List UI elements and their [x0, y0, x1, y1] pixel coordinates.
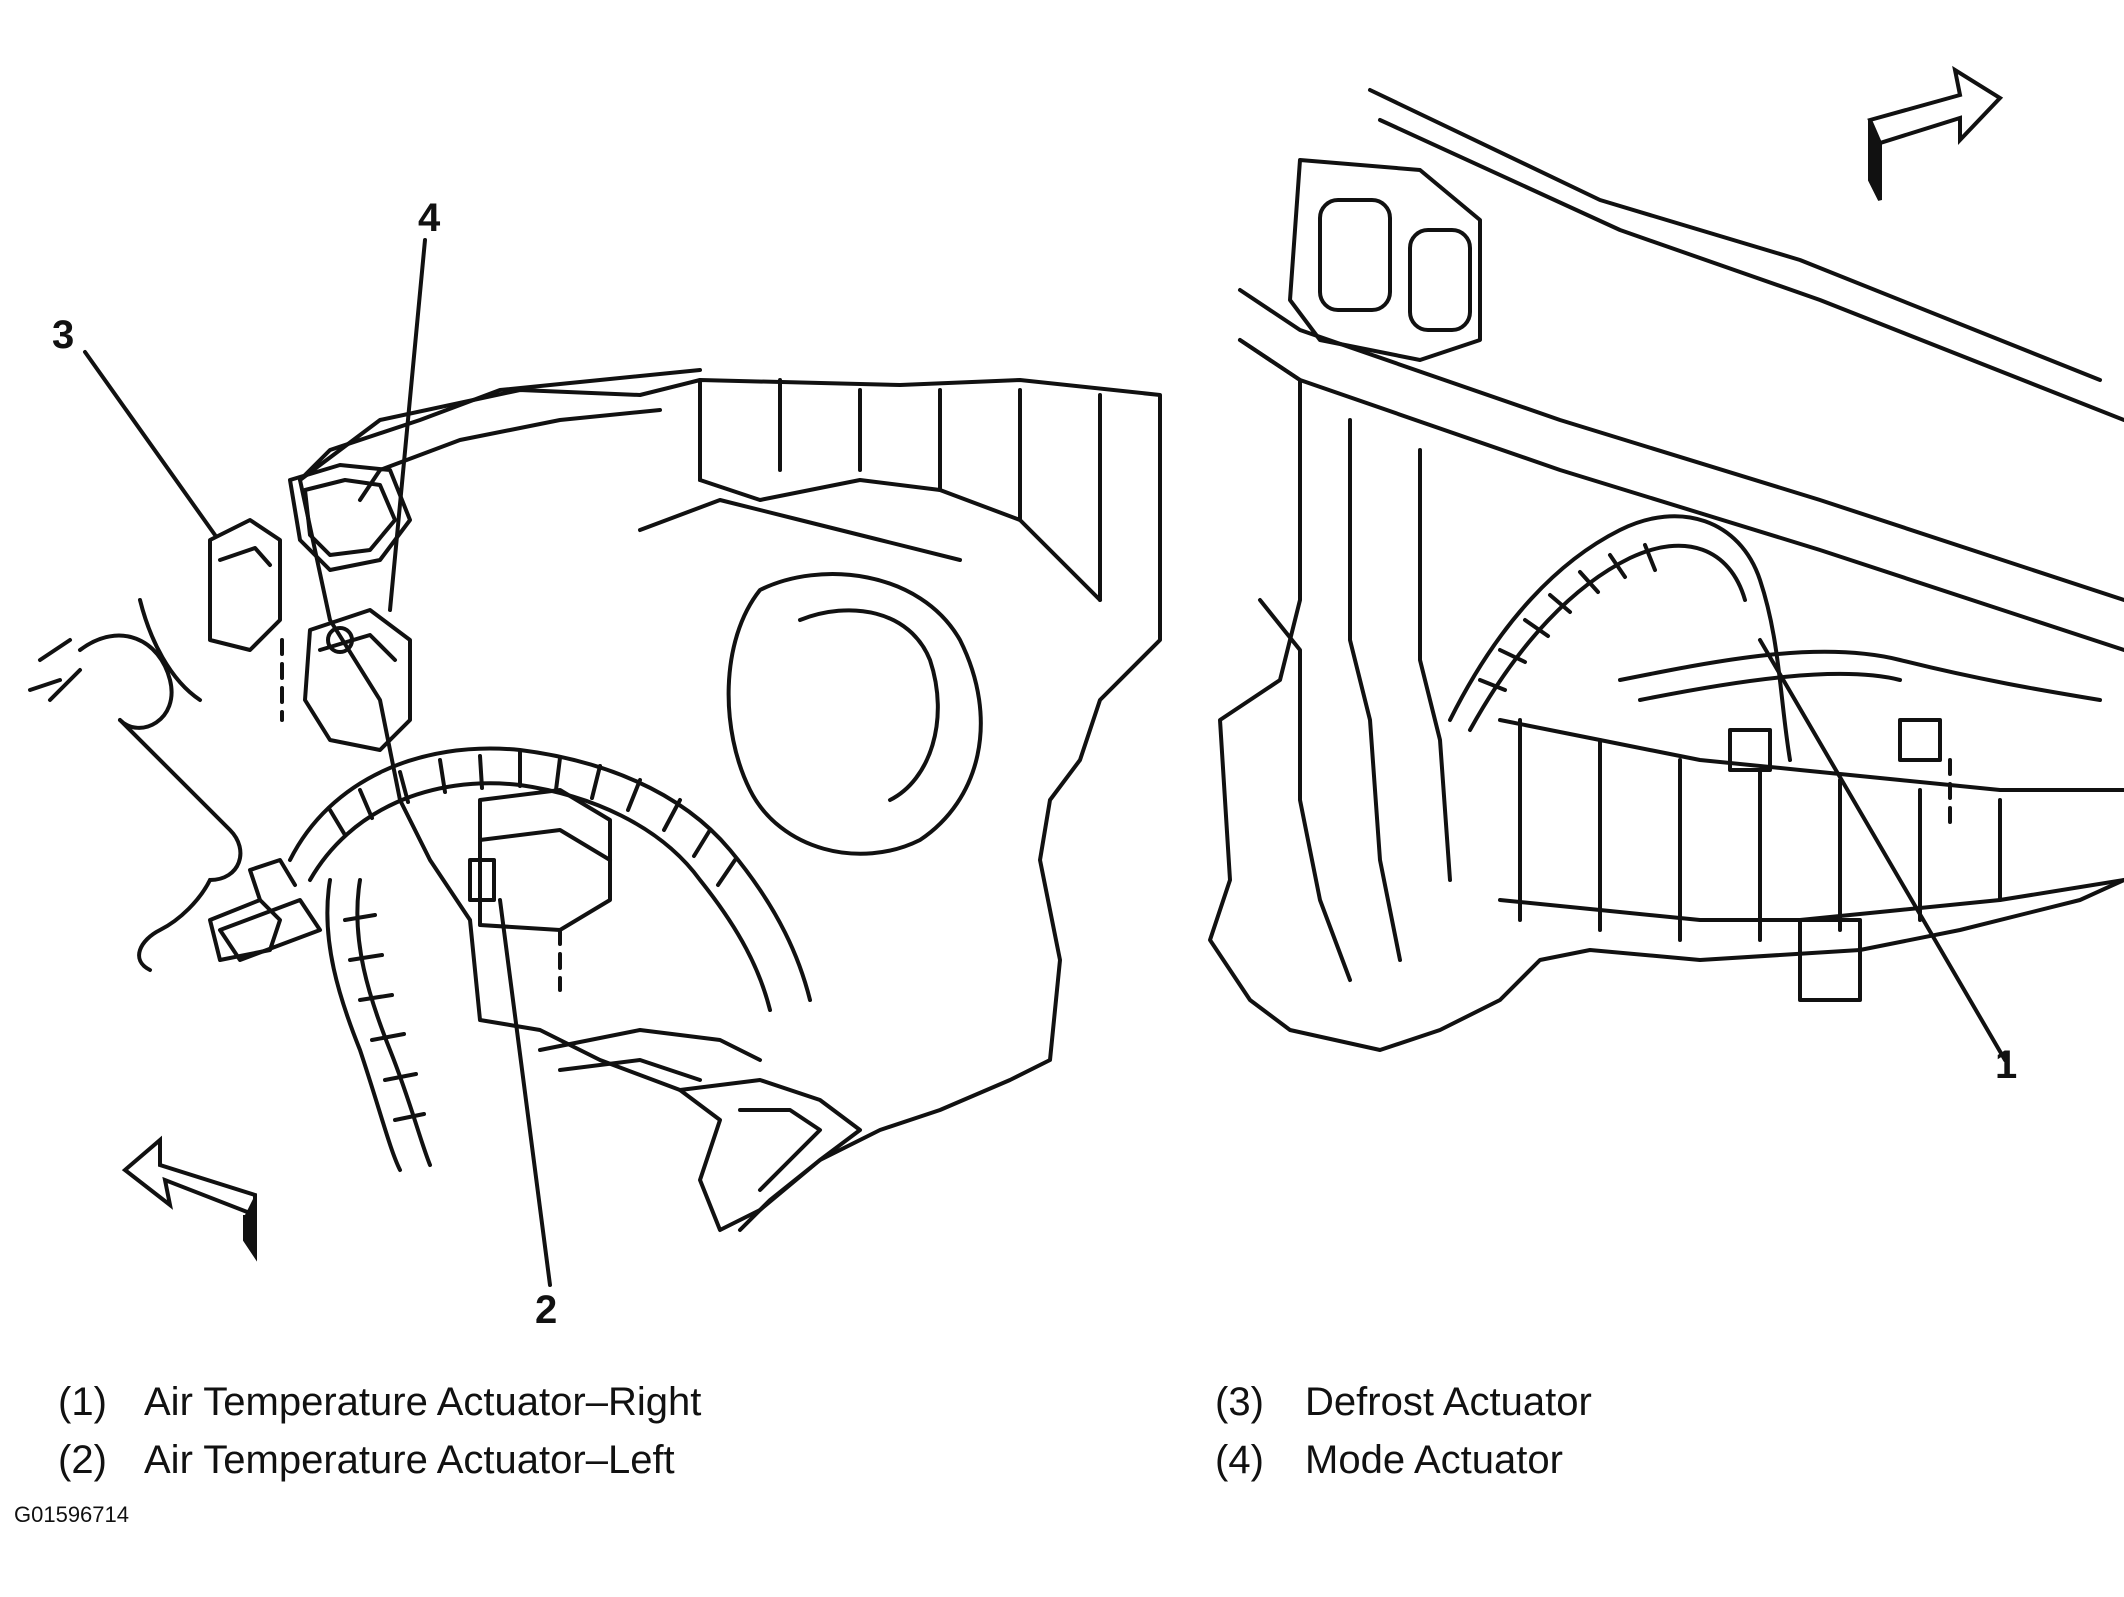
leader-line-4 [388, 238, 427, 612]
arrow-front-icon [121, 1135, 257, 1262]
callout-1: 1 [1995, 1043, 2018, 1087]
leader-line-2 [498, 898, 552, 1287]
legend-label: Defrost Actuator [1305, 1380, 1592, 1424]
leader-line-3 [83, 350, 217, 537]
legend-label: Air Temperature Actuator–Left [144, 1438, 675, 1482]
legend-number: (4) [1215, 1438, 1264, 1482]
legend-label: Mode Actuator [1305, 1438, 1563, 1482]
leader-line-1 [1758, 638, 2007, 1062]
legend-number: (3) [1215, 1380, 1264, 1424]
arrow-front-icon [1867, 65, 2004, 201]
callout-3: 3 [52, 313, 75, 357]
callout-2: 2 [535, 1288, 558, 1332]
callout-4: 4 [418, 196, 441, 240]
hvac-module-illustration [28, 65, 2124, 1287]
figure-id: G01596714 [14, 1502, 129, 1527]
legend-label: Air Temperature Actuator–Right [144, 1380, 702, 1424]
legend-number: (1) [58, 1380, 107, 1424]
right-hvac-assembly [1208, 88, 2124, 1052]
legend-number: (2) [58, 1438, 107, 1482]
left-hvac-assembly [28, 368, 1162, 1232]
